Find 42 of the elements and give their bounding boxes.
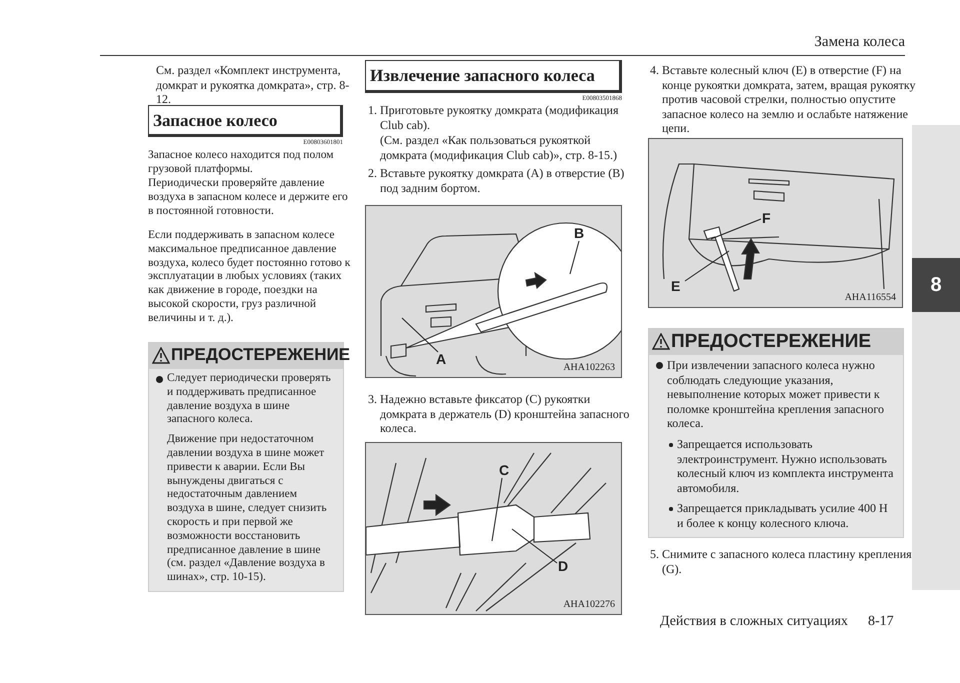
section-heading: Извлечение запасного колеса xyxy=(370,66,595,86)
callout-letter: A xyxy=(436,352,446,366)
body-text: Если поддерживать в запасном колесе максимальное предписанное давление воздуха, колесо будет постоянно готово к эксплуатации в любых условиях (таких как движение в городе, поездки на высокой скорости, груз различной величины и т. д.). xyxy=(148,229,352,326)
figure-code: AHA116554 xyxy=(844,292,896,303)
warning-text: Следует периодически проверять и поддерживать предписанное давление воздуха в шине запасного колеса. xyxy=(167,372,332,428)
reference-text: См. раздел «Комплект инструмента, домкрат и рукоятка домкрата», стр. 8-12. xyxy=(155,63,350,107)
warning-title: ПРЕДОСТЕРЕЖЕНИЕ xyxy=(671,331,872,353)
callout-letter: C xyxy=(499,463,510,477)
callout-letter: E xyxy=(671,279,680,293)
step-text: 1. Приготовьте рукоятку домкрата (модификация Club cab). xyxy=(368,103,620,132)
chapter-tab: 8 xyxy=(912,258,960,312)
step-text: 2. Вставьте рукоятку домкрата (A) в отверстие (B) под задним бортом. xyxy=(368,166,626,196)
body-text: Периодически проверяйте давление воздуха в запасном колесе и держите его в постоянной готовности. xyxy=(148,177,349,218)
heading-box xyxy=(148,105,343,137)
illustration-panel xyxy=(648,138,903,308)
warning-title: ПРЕДОСТЕРЕЖЕНИЕ xyxy=(171,345,350,365)
warning-text: Запрещается использовать электроинструмент. Нужно использовать колесный ключ из комплекта инструмента автомобиля. xyxy=(677,436,894,496)
warning-panel xyxy=(648,328,904,538)
warning-text: Движение при недостаточном давлении воздуха в шине может привести к аварии. Если Вы вынуждены двигаться с недостаточным давлением воздуха в шине, следует снизить скорость и при первой же возможности восстановить предписанное давление в шине (см. раздел «Давление воздуха в шинах», стр. 10-15). xyxy=(167,433,328,585)
warning-text: Запрещается прикладывать усилие 400 Н и более к концу колесного ключа. xyxy=(677,501,889,531)
callout-letter: F xyxy=(762,211,771,225)
leader-line xyxy=(710,218,762,240)
page-number: 8-17 xyxy=(868,614,895,631)
leader-line xyxy=(402,318,438,352)
heading-box xyxy=(365,60,622,93)
page-header: Замена колеса xyxy=(813,33,905,51)
step-text: 4. Вставьте колесный ключ (E) в отверстие (F) на конце рукоятки домкрата, затем, вращая рукоятку против часовой стрелки, полностью опустите запасное колесо на землю и ослабьте натяжение цепи. xyxy=(650,63,917,136)
section-heading: Запасное колесо xyxy=(153,111,278,131)
reference-text: (См. раздел «Как пользоваться рукояткой домкрата (модификация Club cab)», стр. 8-15.) xyxy=(380,133,618,162)
leader-line xyxy=(492,478,502,542)
step-text: 3. Надежно вставьте фиксатор (C) рукоятки домкрата в держатель (D) кронштейна запасного колеса. xyxy=(368,392,630,436)
body-text: Запасное колесо находится под полом грузовой платформы. xyxy=(148,149,335,177)
warning-text: При извлечении запасного колеса нужно соблюдать следующие указания, невыполнение которых может привести к поломке кронштейна крепления запасного колеса. xyxy=(667,358,885,431)
callout-letter: B xyxy=(574,226,584,240)
leader-line xyxy=(512,528,558,564)
step-text: 5. Снимите с запасного колеса пластину крепления (G). xyxy=(650,547,913,576)
figure-code: AHA102276 xyxy=(563,599,615,610)
leader-line xyxy=(684,250,730,282)
figure-code: AHA102263 xyxy=(563,362,615,373)
callout-letter: D xyxy=(558,559,568,573)
page-footer: Действия в сложных ситуациях xyxy=(660,614,860,631)
illustration-panel xyxy=(365,205,622,378)
